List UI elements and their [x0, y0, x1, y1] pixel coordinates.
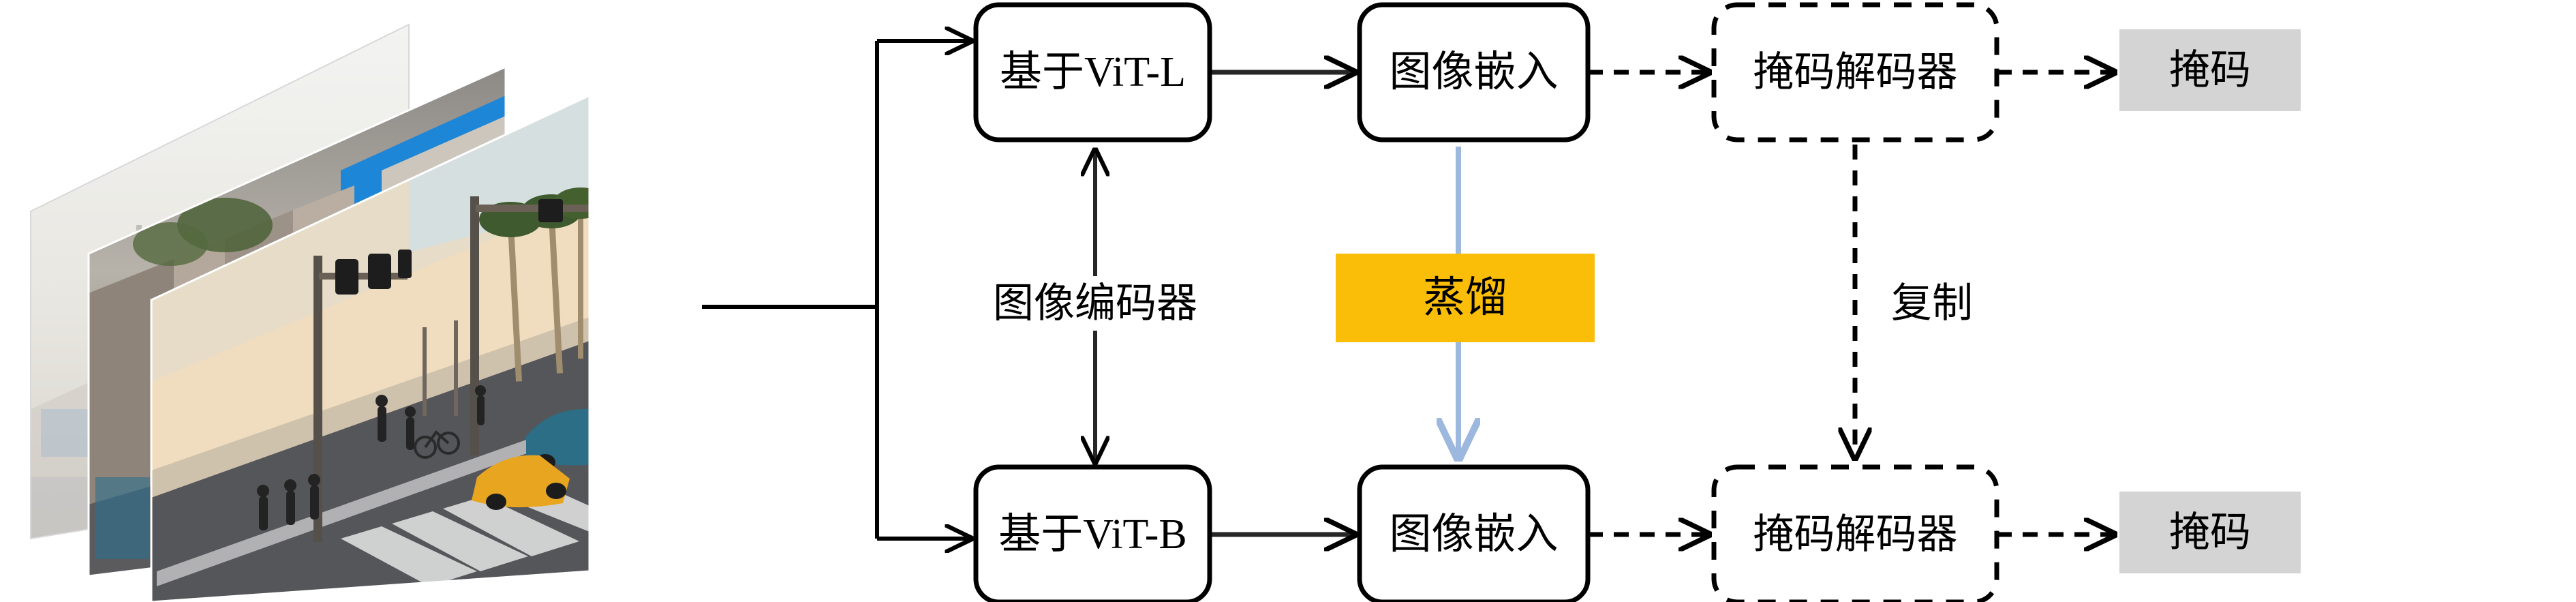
copy-label: 复制	[1877, 276, 1987, 331]
input-photo-1	[150, 93, 591, 602]
node-vit_l[interactable]	[973, 2, 1212, 142]
distillation-label: 蒸馏	[1422, 275, 1507, 321]
node-decoder_bottom[interactable]	[1711, 464, 1999, 602]
node-embed_bottom[interactable]	[1357, 464, 1591, 602]
distillation-box[interactable]	[1336, 254, 1595, 342]
node-vit_b[interactable]	[973, 464, 1212, 602]
input-image-stack	[30, 23, 591, 602]
node-mask_bottom[interactable]	[2119, 492, 2301, 573]
node-embed_top[interactable]	[1357, 2, 1591, 142]
node-mask_top[interactable]	[2119, 29, 2301, 111]
image-encoder-label: 图像编码器	[983, 276, 1208, 331]
node-decoder_top[interactable]	[1711, 2, 1999, 142]
